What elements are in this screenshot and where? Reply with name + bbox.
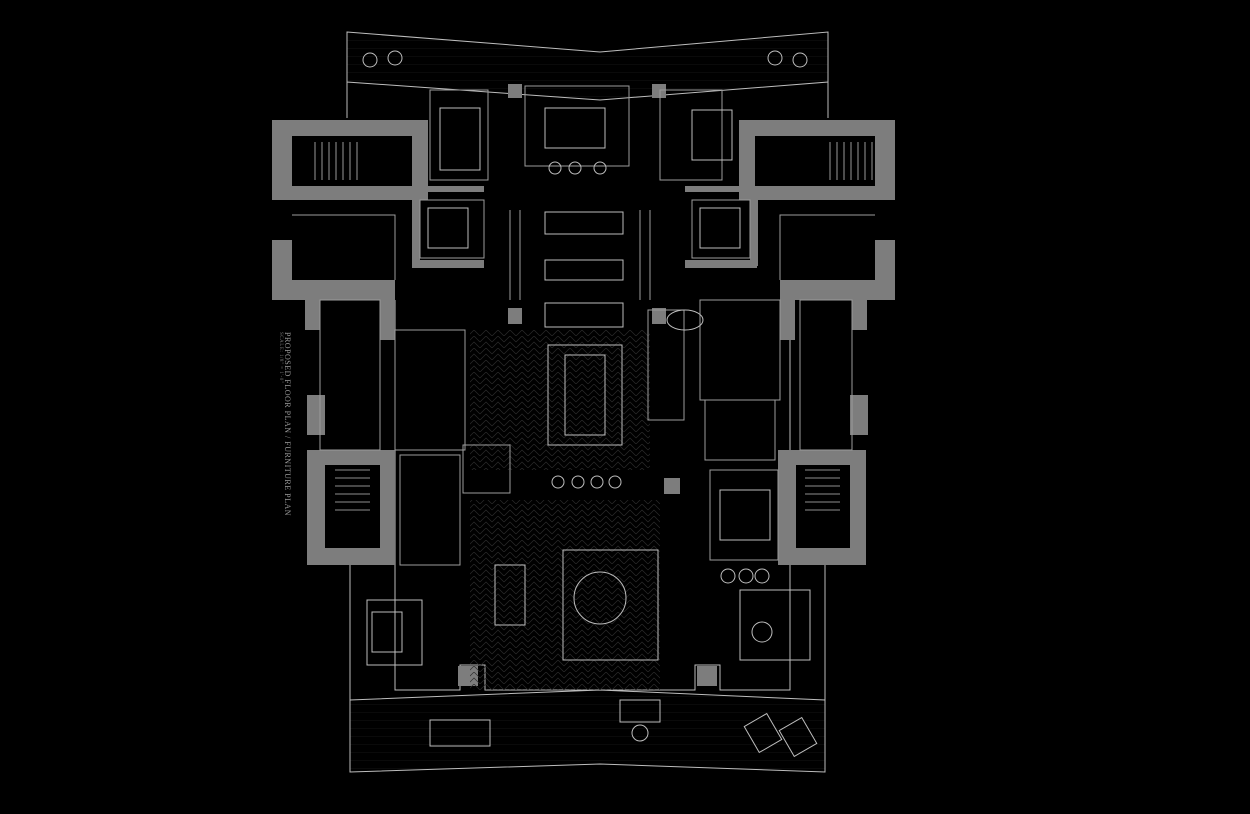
plan-title: PROPOSED FLOOR PLAN / FURNITURE PLAN [283,332,292,517]
stair-treads [314,142,873,511]
structural-cores [272,84,895,686]
plan-scale: SCALE: 1/8" = 1'-0" [278,332,283,384]
interior-walls [292,85,875,566]
herringbone-floor [470,330,660,690]
furniture [362,50,818,758]
building-outline [346,31,829,773]
plan-title-label: PROPOSED FLOOR PLAN / FURNITURE PLAN SCA… [278,332,294,522]
